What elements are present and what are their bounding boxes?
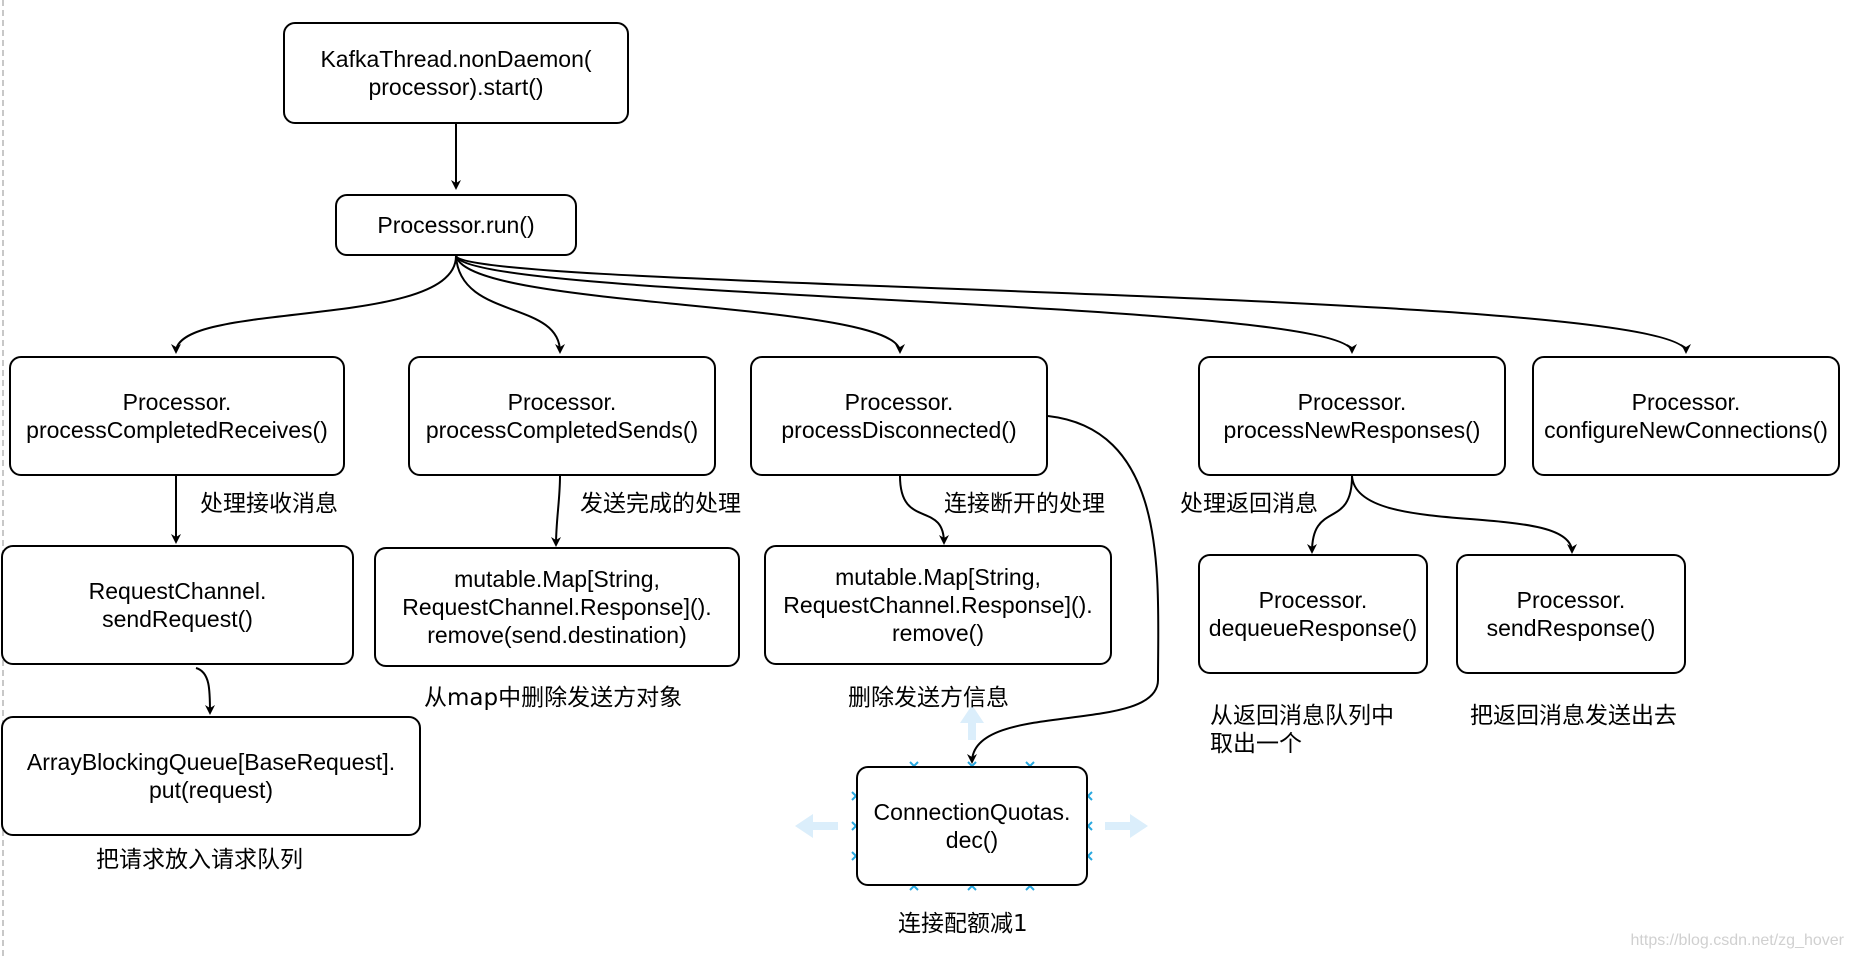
node-kafka-thread-start[interactable]: KafkaThread.nonDaemon( processor).start(… (283, 22, 629, 124)
note-put-queue: 把请求放入请求队列 (96, 847, 303, 873)
node-label: Processor. processNewResponses() (1223, 389, 1481, 443)
note-handle-response: 处理返回消息 (1180, 491, 1318, 517)
node-label: RequestChannel. sendRequest() (88, 578, 267, 632)
edge-run-disconnected (455, 255, 905, 354)
node-label: Processor.run() (377, 212, 535, 238)
note-map-delete-sender: 从map中删除发送方对象 (424, 685, 683, 711)
node-process-new-responses[interactable]: Processor. processNewResponses() (1198, 356, 1506, 476)
note-send-back: 把返回消息发送出去 (1470, 703, 1677, 729)
note-send-complete: 发送完成的处理 (580, 491, 741, 517)
note-handle-receive: 处理接收消息 (200, 491, 338, 517)
node-label: KafkaThread.nonDaemon( processor).start(… (320, 46, 592, 100)
edge-newresponses-dequeue (1307, 475, 1353, 554)
edge-run-newresponses (455, 255, 1357, 354)
node-processor-run[interactable]: Processor.run() (335, 194, 577, 256)
note-dequeue: 从返回消息队列中 取出一个 (1210, 703, 1394, 757)
page-boundary (2, 0, 4, 956)
watermark-text: https://blog.csdn.net/zg_hover (1630, 932, 1844, 949)
node-process-completed-sends[interactable]: Processor. processCompletedSends() (408, 356, 716, 476)
node-map-remove[interactable]: mutable.Map[String, RequestChannel.Respo… (764, 545, 1112, 665)
node-map-remove-destination[interactable]: mutable.Map[String, RequestChannel.Respo… (374, 547, 740, 667)
node-label: ArrayBlockingQueue[BaseRequest]. put(req… (26, 749, 396, 803)
edge-disconnected-quotas (967, 415, 1160, 764)
expand-arrow-left-icon[interactable] (795, 814, 838, 838)
edge-sends-mapremove (551, 475, 562, 547)
node-label: ConnectionQuotas. dec() (873, 799, 1071, 853)
node-label: mutable.Map[String, RequestChannel.Respo… (402, 566, 712, 648)
node-label: Processor. sendResponse() (1486, 587, 1656, 641)
node-dequeue-response[interactable]: Processor. dequeueResponse() (1198, 554, 1428, 674)
edge-run-configure (455, 255, 1691, 354)
note-delete-sender-info: 删除发送方信息 (848, 685, 1009, 711)
node-label: Processor. processDisconnected() (781, 389, 1017, 443)
node-process-completed-receives[interactable]: Processor. processCompletedReceives() (9, 356, 345, 476)
node-label: Processor. processCompletedSends() (425, 389, 699, 443)
node-label: Processor. dequeueResponse() (1208, 587, 1418, 641)
edge-newresponses-sendresponse (1351, 475, 1577, 554)
edge-run-sends (455, 255, 565, 354)
node-label: Processor. configureNewConnections() (1544, 389, 1828, 443)
node-array-blocking-queue-put[interactable]: ArrayBlockingQueue[BaseRequest]. put(req… (1, 716, 421, 836)
expand-arrow-up-icon[interactable] (960, 705, 984, 740)
node-send-response[interactable]: Processor. sendResponse() (1456, 554, 1686, 674)
note-quota: 连接配额减1 (898, 911, 1028, 937)
node-configure-new-connections[interactable]: Processor. configureNewConnections() (1532, 356, 1840, 476)
node-label: mutable.Map[String, RequestChannel.Respo… (783, 564, 1093, 646)
note-disconnect-handle: 连接断开的处理 (944, 491, 1105, 517)
edge-disconnected-mapremove (899, 475, 949, 545)
node-connection-quotas-dec[interactable]: ConnectionQuotas. dec() (856, 766, 1088, 886)
expand-arrow-right-icon[interactable] (1105, 814, 1148, 838)
node-label: Processor. processCompletedReceives() (26, 389, 328, 443)
node-process-disconnected[interactable]: Processor. processDisconnected() (750, 356, 1048, 476)
edge-run-receives (171, 255, 457, 354)
edge-sendrequest-queue (195, 667, 215, 715)
node-request-channel-send-request[interactable]: RequestChannel. sendRequest() (1, 545, 354, 665)
